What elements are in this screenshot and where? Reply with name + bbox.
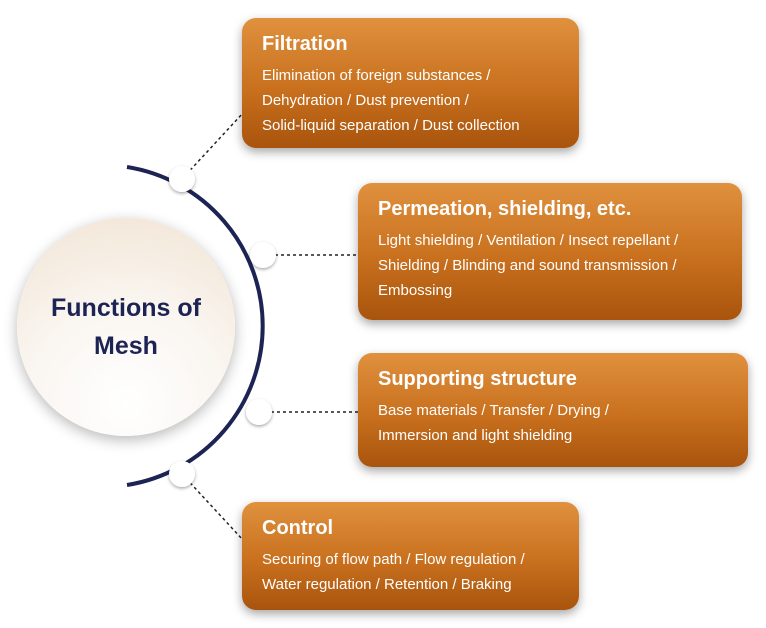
node-dot-control (169, 461, 195, 487)
center-title: Functions of Mesh (41, 289, 211, 365)
node-dot-supporting (246, 399, 272, 425)
function-card-control: Control Securing of flow path / Flow reg… (242, 502, 579, 610)
function-card-supporting: Supporting structure Base materials / Tr… (358, 353, 748, 467)
card-body: Securing of flow path / Flow regulation … (262, 547, 561, 597)
card-line: Immersion and light shielding (378, 427, 573, 444)
card-line: Light shielding / Ventilation / Insect r… (378, 232, 679, 249)
center-title-line1: Functions of (51, 294, 201, 322)
connector-line-control (181, 473, 244, 541)
card-line: Elimination of foreign substances / (262, 67, 491, 84)
connector-line-filtration (181, 112, 244, 180)
card-line: Shielding / Blinding and sound transmiss… (378, 257, 677, 274)
node-dot-permeation (250, 242, 276, 268)
card-line: Base materials / Transfer / Drying / (378, 402, 609, 419)
card-line: Solid-liquid separation / Dust collectio… (262, 117, 520, 134)
card-line: Water regulation / Retention / Braking (262, 576, 512, 593)
function-card-filtration: Filtration Elimination of foreign substa… (242, 18, 579, 148)
card-line: Securing of flow path / Flow regulation … (262, 551, 525, 568)
function-card-permeation: Permeation, shielding, etc. Light shield… (358, 183, 742, 320)
center-title-line2: Mesh (94, 332, 158, 360)
node-dot-filtration (169, 166, 195, 192)
outer-arc (126, 165, 265, 487)
card-title: Permeation, shielding, etc. (378, 198, 632, 220)
card-title: Control (262, 517, 334, 539)
center-circle: Functions of Mesh (17, 218, 235, 436)
card-body: Elimination of foreign substances / Dehy… (262, 63, 561, 138)
card-line: Embossing (378, 282, 453, 299)
card-body: Base materials / Transfer / Drying / Imm… (378, 398, 730, 448)
card-title: Supporting structure (378, 368, 577, 390)
card-body: Light shielding / Ventilation / Insect r… (378, 228, 724, 303)
card-line: Dehydration / Dust prevention / (262, 92, 469, 109)
card-title: Filtration (262, 33, 348, 55)
